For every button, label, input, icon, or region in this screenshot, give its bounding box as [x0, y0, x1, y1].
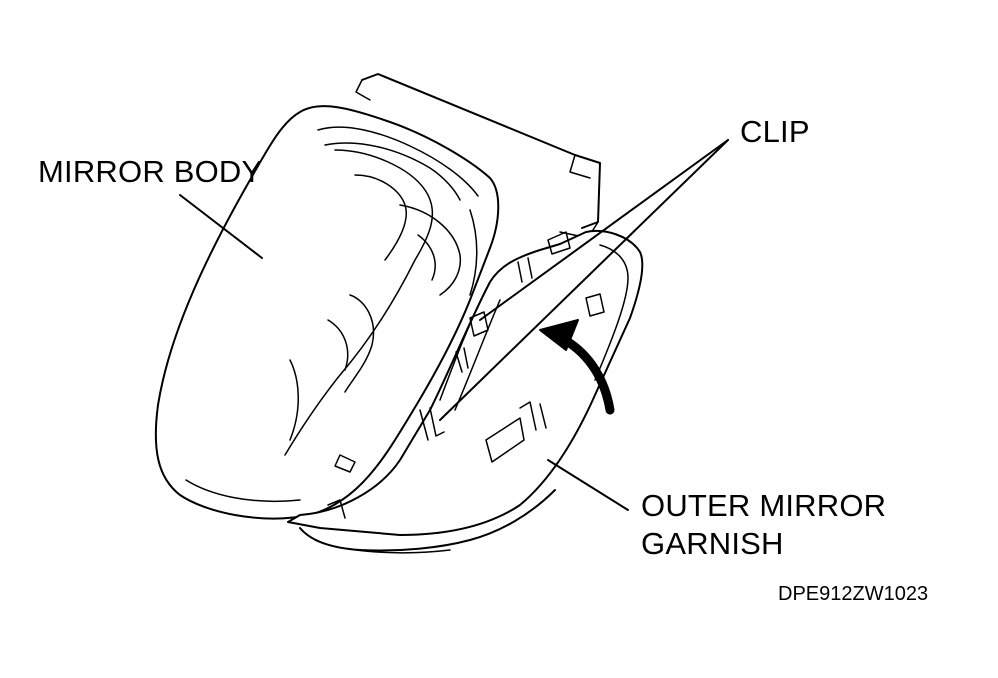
door-base-plate [355, 73, 601, 239]
leader-garnish [547, 459, 629, 511]
leader-clip-upper [479, 139, 729, 321]
label-garnish-line1: OUTER MIRROR [641, 488, 887, 523]
leader-clip-lower [439, 139, 729, 421]
leader-lines [179, 139, 729, 511]
outer-mirror-garnish [287, 230, 644, 554]
label-garnish-line2: GARNISH [641, 526, 784, 561]
mirror-body-inner [284, 149, 478, 473]
leader-mirror-body [179, 194, 263, 259]
label-clip: CLIP [740, 114, 810, 149]
figure-code: DPE912ZW1023 [778, 583, 929, 605]
label-mirror-body: MIRROR BODY [38, 154, 263, 189]
mirror-body-shell [154, 105, 500, 520]
push-arrow [539, 319, 615, 415]
